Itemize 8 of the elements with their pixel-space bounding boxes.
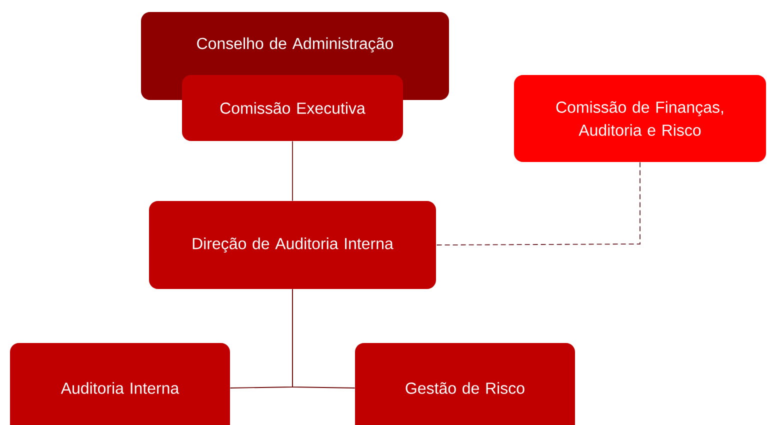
- org-box: Gestão de Risco: [355, 343, 575, 425]
- org-box: Auditoria Interna: [10, 343, 230, 425]
- org-box: Comissão Executiva: [182, 75, 403, 141]
- dashed-connector: [436, 162, 640, 246]
- connector-line: [292, 288, 356, 388]
- connector-line: [292, 140, 293, 202]
- org-box: Comissão de Finanças, Auditoria e Risco: [514, 75, 766, 162]
- org-box: Direção de Auditoria Interna: [149, 201, 436, 289]
